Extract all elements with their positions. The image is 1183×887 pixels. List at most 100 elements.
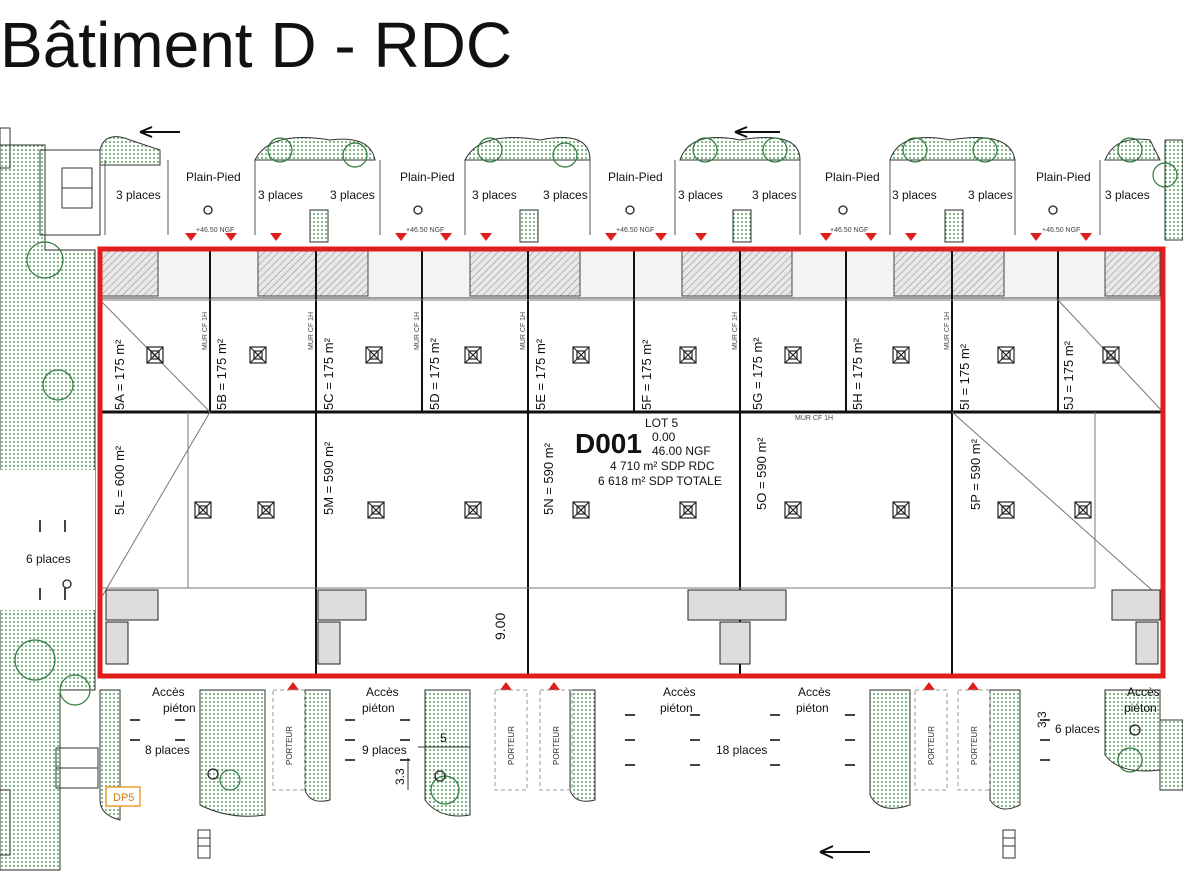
info-line: LOT 5	[645, 416, 678, 430]
unit-label: 5N = 590 m²	[541, 442, 556, 515]
porteur-label: PORTEUR	[507, 726, 516, 765]
parking-top-label: 3 places	[752, 188, 797, 202]
trees	[14, 137, 1178, 805]
unit-label: 5M = 590 m²	[321, 441, 336, 515]
bike-stands	[0, 127, 1016, 859]
acces-label: piéton	[362, 701, 395, 715]
unit-label: 5B = 175 m²	[214, 338, 229, 410]
bollard-icons	[62, 205, 1141, 782]
parking-top-label: 3 places	[116, 188, 161, 202]
parking-top-label: 3 places	[543, 188, 588, 202]
unit-label: 5F = 175 m²	[639, 339, 654, 410]
entry-markers-top	[185, 233, 1092, 241]
dimension-label: 3.3	[393, 768, 407, 785]
fire-wall-labels: MUR CF 1H MUR CF 1H MUR CF 1H MUR CF 1H …	[202, 312, 951, 422]
ngf-label: +46.50 NGF	[830, 227, 868, 234]
mur-cf-label: MUR CF 1H	[520, 312, 527, 350]
plain-pied-label: Plain-Pied	[186, 170, 241, 184]
plain-pied-label: Plain-Pied	[825, 170, 880, 184]
ngf-label: +46.50 NGF	[406, 227, 444, 234]
acces-label: Accès	[366, 685, 399, 699]
parking-top-label: 3 places	[330, 188, 375, 202]
building-info: D001 LOT 5 0.00 46.00 NGF 4 710 m² SDP R…	[575, 416, 722, 488]
ngf-label: +46.50 NGF	[1042, 227, 1080, 234]
porteur-lanes	[272, 689, 991, 791]
plain-pied-label: Plain-Pied	[608, 170, 663, 184]
mezzanine-band	[99, 249, 1164, 299]
porteur-labels: PORTEUR PORTEUR PORTEUR PORTEUR PORTEUR	[285, 726, 979, 765]
parking-top-labels: 3 places 3 places 3 places 3 places 3 pl…	[116, 170, 1150, 234]
column-markers	[146, 346, 1120, 519]
unit-label: 5O = 590 m²	[754, 437, 769, 510]
parking-top	[104, 160, 1101, 235]
unit-label: 5A = 175 m²	[112, 339, 127, 410]
porteur-label: PORTEUR	[552, 726, 561, 765]
parking-bottom-label: 18 places	[716, 743, 767, 757]
traffic-arrows	[139, 126, 870, 859]
unit-label: 5E = 175 m²	[533, 338, 548, 410]
unit-label: 5I = 175 m²	[957, 343, 972, 410]
mur-cf-label: MUR CF 1H	[944, 312, 951, 350]
building-code: D001	[575, 428, 642, 459]
unit-label: 5D = 175 m²	[427, 337, 442, 410]
dimension-label: 3.3	[1035, 711, 1049, 728]
mur-cf-label: MUR CF 1H	[795, 415, 833, 422]
parking-top-label: 3 places	[892, 188, 937, 202]
acces-label: piéton	[660, 701, 693, 715]
dp-tag-label: DP5	[113, 792, 134, 804]
acces-label: Accès	[152, 685, 185, 699]
staircases	[105, 589, 1161, 665]
parking-top-label: 3 places	[678, 188, 723, 202]
ngf-label: +46.50 NGF	[616, 227, 654, 234]
mur-cf-label: MUR CF 1H	[414, 312, 421, 350]
unit-labels-top: 5A = 175 m² 5B = 175 m² 5C = 175 m² 5D =…	[112, 337, 1076, 410]
parking-bottom-label: 8 places	[145, 743, 190, 757]
dimension-label: 5	[440, 731, 447, 745]
parking-bottom-label: 6 places	[1055, 722, 1100, 736]
parking-top-label: 3 places	[472, 188, 517, 202]
acces-label: piéton	[796, 701, 829, 715]
plain-pied-label: Plain-Pied	[400, 170, 455, 184]
porteur-label: PORTEUR	[285, 726, 294, 765]
unit-label: 5C = 175 m²	[321, 337, 336, 410]
info-line: 6 618 m² SDP TOTALE	[598, 474, 722, 488]
page-title: Bâtiment D - RDC	[0, 9, 513, 81]
unit-label: 5P = 590 m²	[968, 438, 983, 510]
ngf-label: +46.50 NGF	[196, 227, 234, 234]
unit-label: 5L = 600 m²	[112, 445, 127, 515]
parking-top-label: 3 places	[1105, 188, 1150, 202]
unit-labels-bottom: 5L = 600 m² 5M = 590 m² 5N = 590 m² 5O =…	[112, 437, 983, 515]
unit-label: 5G = 175 m²	[750, 337, 765, 410]
lot-outline	[97, 246, 1166, 679]
bike-rack-icons	[55, 167, 99, 789]
unit-label: 5J = 175 m²	[1061, 340, 1076, 410]
parking-top-label: 3 places	[968, 188, 1013, 202]
parking-bottom-labels: 8 places 9 places 18 places 6 places 6 p…	[26, 552, 1100, 757]
acces-label: Accès	[663, 685, 696, 699]
mur-cf-label: MUR CF 1H	[732, 312, 739, 350]
green-areas	[0, 136, 1183, 871]
dimension-label: 9.00	[492, 613, 508, 640]
mur-cf-label: MUR CF 1H	[202, 312, 209, 350]
porteur-label: PORTEUR	[970, 726, 979, 765]
mur-cf-label: MUR CF 1H	[308, 312, 315, 350]
entry-markers-bottom	[287, 682, 979, 690]
info-line: 46.00 NGF	[652, 444, 711, 458]
info-line: 0.00	[652, 430, 676, 444]
parking-bottom-marks	[39, 520, 1050, 766]
parking-top-label: 3 places	[258, 188, 303, 202]
plain-pied-label: Plain-Pied	[1036, 170, 1091, 184]
unit-label: 5H = 175 m²	[850, 337, 865, 410]
dp-tag: DP5	[105, 786, 141, 807]
parking-left-label: 6 places	[26, 552, 71, 566]
acces-label: piéton	[1124, 701, 1157, 715]
parking-bottom-label: 9 places	[362, 743, 407, 757]
info-line: 4 710 m² SDP RDC	[610, 459, 715, 473]
access-labels: Accès piéton Accès piéton Accès piéton A…	[152, 685, 1160, 715]
acces-label: piéton	[163, 701, 196, 715]
porteur-label: PORTEUR	[927, 726, 936, 765]
dimension-labels: 9.00 5 3.3 3.3	[393, 613, 1049, 790]
acces-label: Accès	[798, 685, 831, 699]
acces-label: Accès	[1127, 685, 1160, 699]
